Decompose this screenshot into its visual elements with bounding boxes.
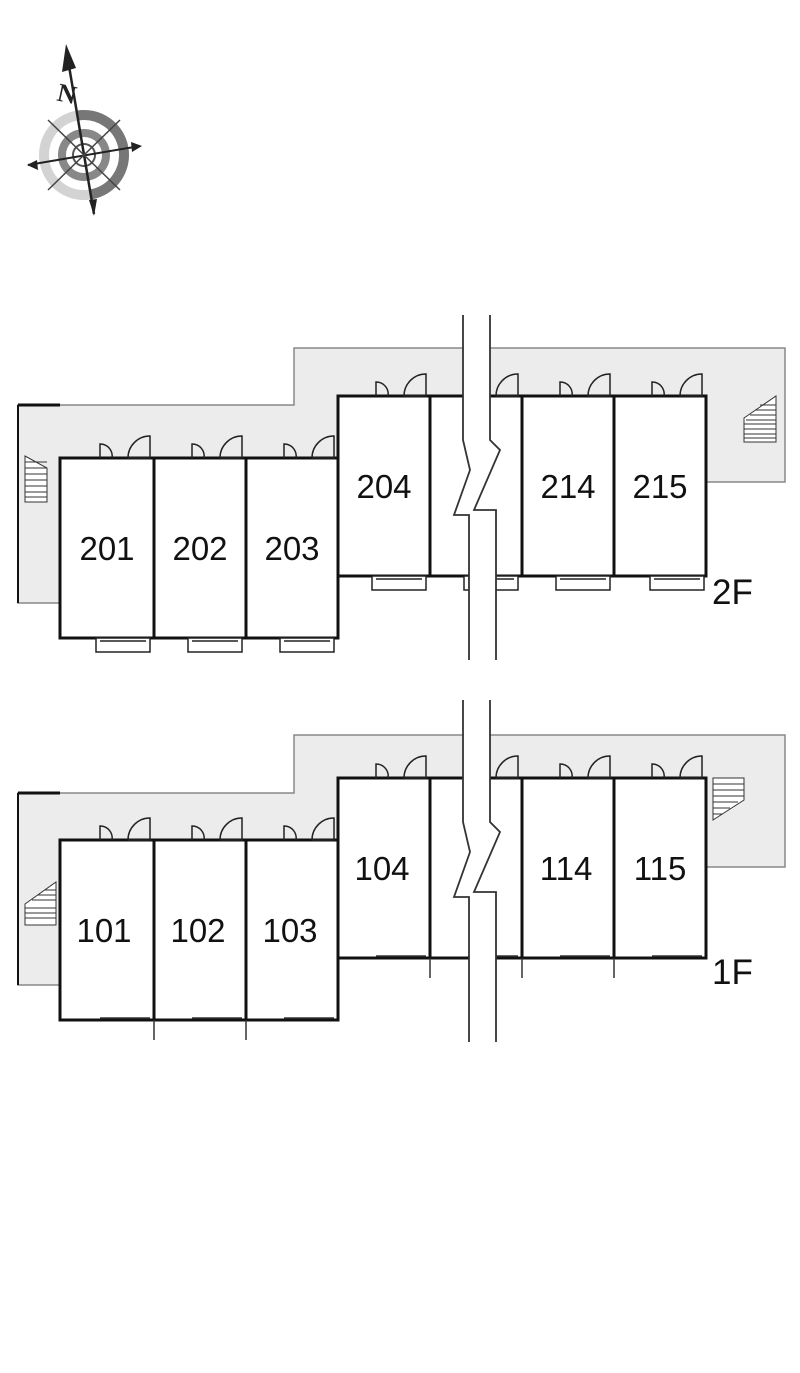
door-icons	[99, 373, 703, 459]
unit-box	[336, 394, 432, 578]
unit-box	[58, 838, 156, 1022]
unit-label: 104	[354, 850, 409, 887]
floor-label: 2F	[712, 573, 753, 612]
stairs-icon	[712, 777, 745, 821]
unit-label: 204	[356, 468, 411, 505]
stairs-icon	[743, 395, 777, 443]
stairs-icon	[24, 455, 48, 503]
stairs-icon	[24, 881, 57, 926]
break-gap	[454, 315, 496, 660]
unit-label: 101	[76, 912, 131, 949]
unit-box	[612, 776, 708, 960]
unit-box	[152, 838, 248, 1022]
break-gap	[454, 700, 496, 1042]
balcony-icons	[95, 575, 705, 653]
unit-label: 114	[540, 850, 593, 887]
unit-label: 214	[540, 468, 595, 505]
unit-label: 203	[264, 530, 319, 567]
unit-label: 115	[634, 850, 687, 887]
compass-icon: N	[27, 44, 142, 216]
unit-box	[58, 456, 156, 640]
unit-box	[520, 776, 616, 960]
unit-box	[612, 394, 708, 578]
unit-label: 102	[170, 912, 225, 949]
floor-2f: 201 202 203 204 214 215 2F	[17, 315, 786, 660]
unit-label: 215	[632, 468, 687, 505]
unit-label: 202	[172, 530, 227, 567]
unit-box	[244, 456, 340, 640]
floor-1f: 101 102 103 104 114 115 1F	[17, 700, 786, 1042]
floor-label: 1F	[712, 953, 753, 992]
unit-box	[520, 394, 616, 578]
unit-box	[336, 776, 432, 960]
door-icons	[99, 755, 703, 841]
unit-label: 103	[262, 912, 317, 949]
unit-label: 201	[79, 530, 134, 567]
